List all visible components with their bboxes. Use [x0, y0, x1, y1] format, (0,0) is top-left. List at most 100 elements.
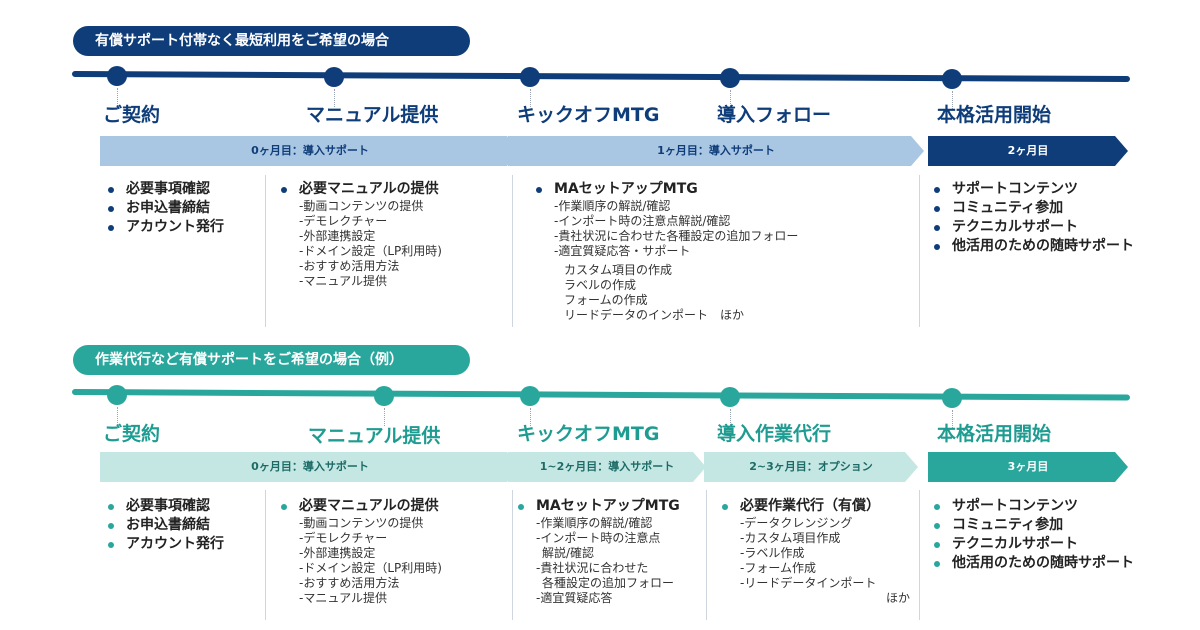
bottom-band-month2-3: 2~3ヶ月目：オプション [704, 452, 918, 482]
bottom-band-month1-2: 1~2ヶ月目：導入サポート [508, 452, 706, 482]
list-subitem: ほか [885, 591, 910, 605]
bottom-phase-manual: マニュアル提供 [308, 425, 441, 447]
bottom-node-launch [942, 388, 962, 408]
top-divider [919, 175, 920, 327]
list-subitem: -マニュアル提供 [299, 274, 387, 288]
bottom-divider [706, 490, 707, 620]
top-connector [530, 89, 531, 107]
top-divider [265, 175, 266, 327]
list-subitem: -貴社状況に合わせた [536, 561, 649, 575]
top-node-kickoff [520, 67, 540, 87]
top-node-contract [107, 66, 127, 86]
list-subitem: -デモレクチャー [299, 214, 388, 228]
list-item: コミュニティ参加 [932, 516, 1134, 535]
bottom-divider [919, 490, 920, 620]
list-item: アカウント発行 [106, 535, 224, 554]
list-item: アカウント発行 [106, 218, 224, 237]
list-item: コミュニティ参加 [932, 199, 1134, 218]
list-subitem: -デモレクチャー [299, 531, 388, 545]
bottom-band-month3: 3ヶ月目 [928, 452, 1128, 482]
list-subitem: -リードデータインポート [740, 576, 877, 590]
list-item: 必要マニュアルの提供 [279, 180, 442, 199]
list-subitem: 解説/確認 [542, 546, 595, 560]
list-subitem: -作業順序の解説/確認 [554, 199, 671, 213]
list-item: お申込書締結 [106, 199, 224, 218]
top-band-month1: 1ヶ月目：導入サポート [508, 136, 924, 166]
list-item: テクニカルサポート [932, 218, 1134, 237]
top-timeline-line [71, 71, 1131, 82]
list-item: 必要マニュアルの提供 [279, 497, 442, 516]
bottom-node-contract [107, 385, 127, 405]
bottom-col-kickoff: MAセットアップMTG -作業順序の解説/確認 -インポート時の注意点 解説/確… [516, 497, 680, 606]
list-item: 他活用のための随時サポート [932, 237, 1134, 256]
bottom-connector [117, 407, 118, 425]
list-subitem: カスタム項目の作成 [564, 263, 673, 277]
list-subitem: -動画コンテンツの提供 [299, 516, 424, 530]
top-phase-manual: マニュアル提供 [306, 104, 439, 126]
top-connector [117, 88, 118, 106]
top-phase-followup: 導入フォロー [717, 104, 832, 126]
list-subitem: フォームの作成 [564, 293, 648, 307]
top-connector [730, 90, 731, 108]
bottom-phase-kickoff: キックオフMTG [517, 423, 660, 445]
bottom-connector [952, 410, 953, 428]
list-subitem: 各種設定の追加フォロー [542, 576, 675, 590]
list-subitem: -データクレンジング [740, 516, 853, 530]
bottom-connector [730, 409, 731, 427]
top-col-launch: サポートコンテンツ コミュニティ参加 テクニカルサポート 他活用のための随時サポ… [932, 180, 1134, 256]
bottom-node-manual [374, 386, 394, 406]
list-subitem: -ラベル作成 [740, 546, 805, 560]
bottom-connector [384, 408, 385, 426]
top-node-manual [324, 67, 344, 87]
list-item: サポートコンテンツ [932, 180, 1134, 199]
list-item: サポートコンテンツ [932, 497, 1134, 516]
list-subitem: -インポート時の注意点解説/確認 [554, 214, 731, 228]
top-node-followup [720, 68, 740, 88]
top-phase-launch: 本格活用開始 [937, 104, 1052, 126]
list-subitem: -マニュアル提供 [299, 591, 387, 605]
list-subitem: -適宜質疑応答・サポート [554, 244, 691, 258]
bottom-col-contract: 必要事項確認 お申込書締結 アカウント発行 [106, 497, 224, 554]
top-node-launch [942, 69, 962, 89]
bottom-node-kickoff [520, 386, 540, 406]
list-item: MAセットアップMTG [534, 180, 798, 199]
top-section-header: 有償サポート付帯なく最短利用をご希望の場合 [73, 26, 470, 56]
list-subitem: -外部連携設定 [299, 229, 376, 243]
top-phase-contract: ご契約 [103, 104, 161, 126]
list-item: 必要事項確認 [106, 180, 224, 199]
list-item: お申込書締結 [106, 516, 224, 535]
top-col-kickoff: MAセットアップMTG -作業順序の解説/確認 -インポート時の注意点解説/確認… [534, 180, 798, 323]
bottom-col-launch: サポートコンテンツ コミュニティ参加 テクニカルサポート 他活用のための随時サポ… [932, 497, 1134, 573]
list-subitem: ラベルの作成 [564, 278, 637, 292]
list-subitem: -おすすめ活用方法 [299, 259, 400, 273]
top-band-month0: 0ヶ月目：導入サポート [100, 136, 520, 166]
bottom-divider [265, 490, 266, 620]
list-subitem: -外部連携設定 [299, 546, 376, 560]
list-subitem: -フォーム作成 [740, 561, 816, 575]
list-item: MAセットアップMTG [516, 497, 680, 516]
bottom-phase-contract: ご契約 [103, 423, 161, 445]
list-subitem: リードデータのインポート ほか [564, 308, 745, 322]
bottom-phase-launch: 本格活用開始 [937, 423, 1052, 445]
top-phase-kickoff: キックオフMTG [517, 104, 660, 126]
top-connector [952, 91, 953, 109]
bottom-col-manual: 必要マニュアルの提供 -動画コンテンツの提供 -デモレクチャー -外部連携設定 … [279, 497, 442, 606]
bottom-timeline-line [71, 389, 1131, 401]
list-subitem: -カスタム項目作成 [740, 531, 841, 545]
list-item: 他活用のための随時サポート [932, 554, 1134, 573]
top-col-manual: 必要マニュアルの提供 -動画コンテンツの提供 -デモレクチャー -外部連携設定 … [279, 180, 442, 289]
bottom-connector [530, 408, 531, 426]
list-subitem: -作業順序の解説/確認 [536, 516, 653, 530]
bottom-node-outsourcing [720, 387, 740, 407]
list-item: テクニカルサポート [932, 535, 1134, 554]
list-subitem: -ドメイン設定（LP利用時) [299, 244, 442, 258]
bottom-phase-outsourcing: 導入作業代行 [717, 423, 832, 445]
list-subitem: -貴社状況に合わせた各種設定の追加フォロー [554, 229, 799, 243]
list-subitem: -おすすめ活用方法 [299, 576, 400, 590]
top-divider [512, 175, 513, 327]
list-subitem: -動画コンテンツの提供 [299, 199, 424, 213]
top-band-month2: 2ヶ月目 [928, 136, 1128, 166]
bottom-divider [512, 490, 513, 620]
list-subitem: -インポート時の注意点 [536, 531, 661, 545]
bottom-band-month0: 0ヶ月目：導入サポート [100, 452, 520, 482]
